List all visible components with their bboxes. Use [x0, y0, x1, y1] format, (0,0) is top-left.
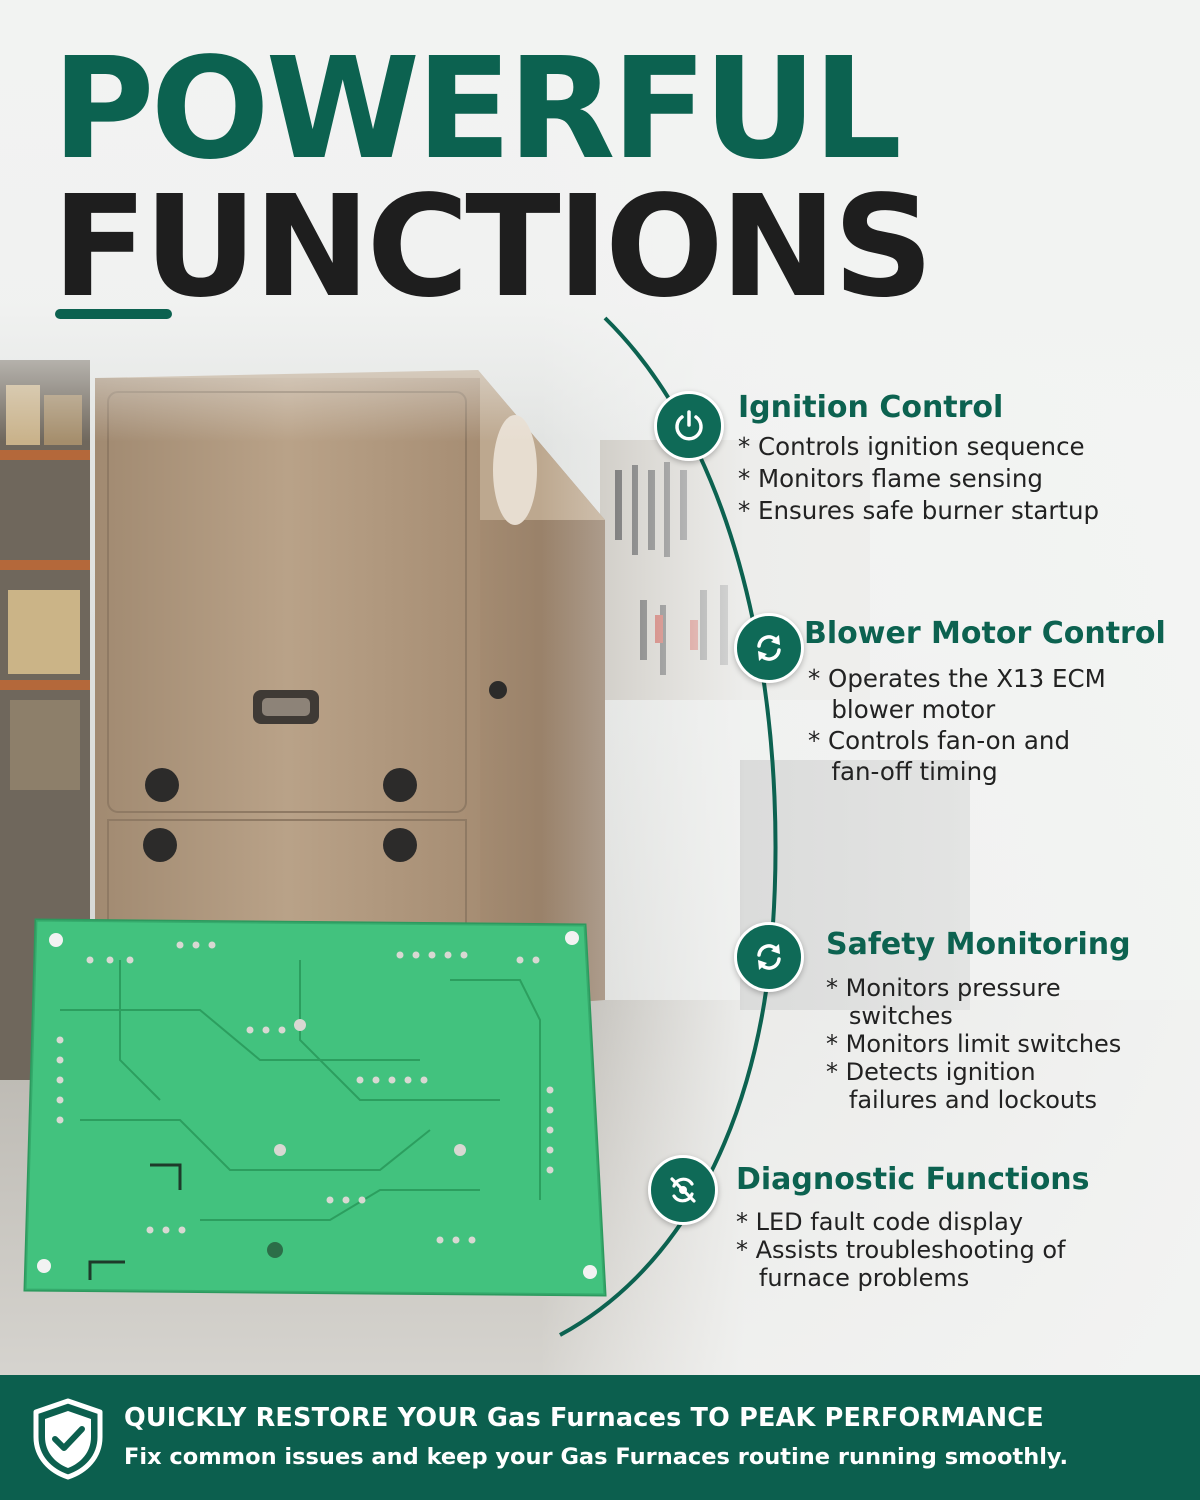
- banner-subline: Fix common issues and keep your Gas Furn…: [124, 1444, 1069, 1470]
- list-item: * Assists troubleshooting of: [736, 1236, 1066, 1264]
- feature-bullets: * Monitors pressure switches * Monitors …: [826, 974, 1121, 1114]
- bottom-banner: QUICKLY RESTORE YOUR Gas Furnaces TO PEA…: [0, 1375, 1200, 1500]
- diagnostic-icon: [648, 1155, 718, 1225]
- list-item: furnace problems: [736, 1264, 970, 1292]
- feature-title: Blower Motor Control: [804, 616, 1166, 651]
- headline-underline: [55, 309, 172, 319]
- list-item: blower motor: [808, 695, 996, 724]
- list-item: * Monitors pressure: [826, 974, 1061, 1002]
- list-item: * Monitors limit switches: [826, 1030, 1122, 1058]
- product-scene: [0, 0, 1200, 1380]
- headline-line-1: POWERFUL: [52, 28, 902, 191]
- feature-title: Safety Monitoring: [826, 927, 1131, 962]
- list-item: * Operates the X13 ECM: [808, 664, 1106, 693]
- feature-bullets: * Operates the X13 ECM blower motor * Co…: [808, 663, 1106, 787]
- refresh-icon: [734, 922, 804, 992]
- list-item: switches: [826, 1002, 953, 1030]
- list-item: * LED fault code display: [736, 1208, 1024, 1236]
- list-item: * Controls ignition sequence: [738, 432, 1085, 461]
- feature-title: Ignition Control: [738, 390, 1004, 425]
- list-item: * Controls fan-on and: [808, 726, 1071, 755]
- feature-title: Diagnostic Functions: [736, 1162, 1090, 1197]
- power-icon: [654, 391, 724, 461]
- headline-line-2: FUNCTIONS: [52, 166, 934, 329]
- list-item: * Detects ignition: [826, 1058, 1036, 1086]
- feature-bullets: * LED fault code display * Assists troub…: [736, 1208, 1065, 1292]
- list-item: failures and lockouts: [826, 1086, 1098, 1114]
- control-board: [23, 918, 607, 1297]
- list-item: * Monitors flame sensing: [738, 464, 1043, 493]
- feature-bullets: * Controls ignition sequence * Monitors …: [738, 431, 1099, 527]
- shield-check-icon: [33, 1398, 103, 1480]
- banner-headline: QUICKLY RESTORE YOUR Gas Furnaces TO PEA…: [124, 1403, 1044, 1433]
- refresh-icon: [734, 613, 804, 683]
- list-item: fan-off timing: [808, 757, 998, 786]
- list-item: * Ensures safe burner startup: [738, 496, 1100, 525]
